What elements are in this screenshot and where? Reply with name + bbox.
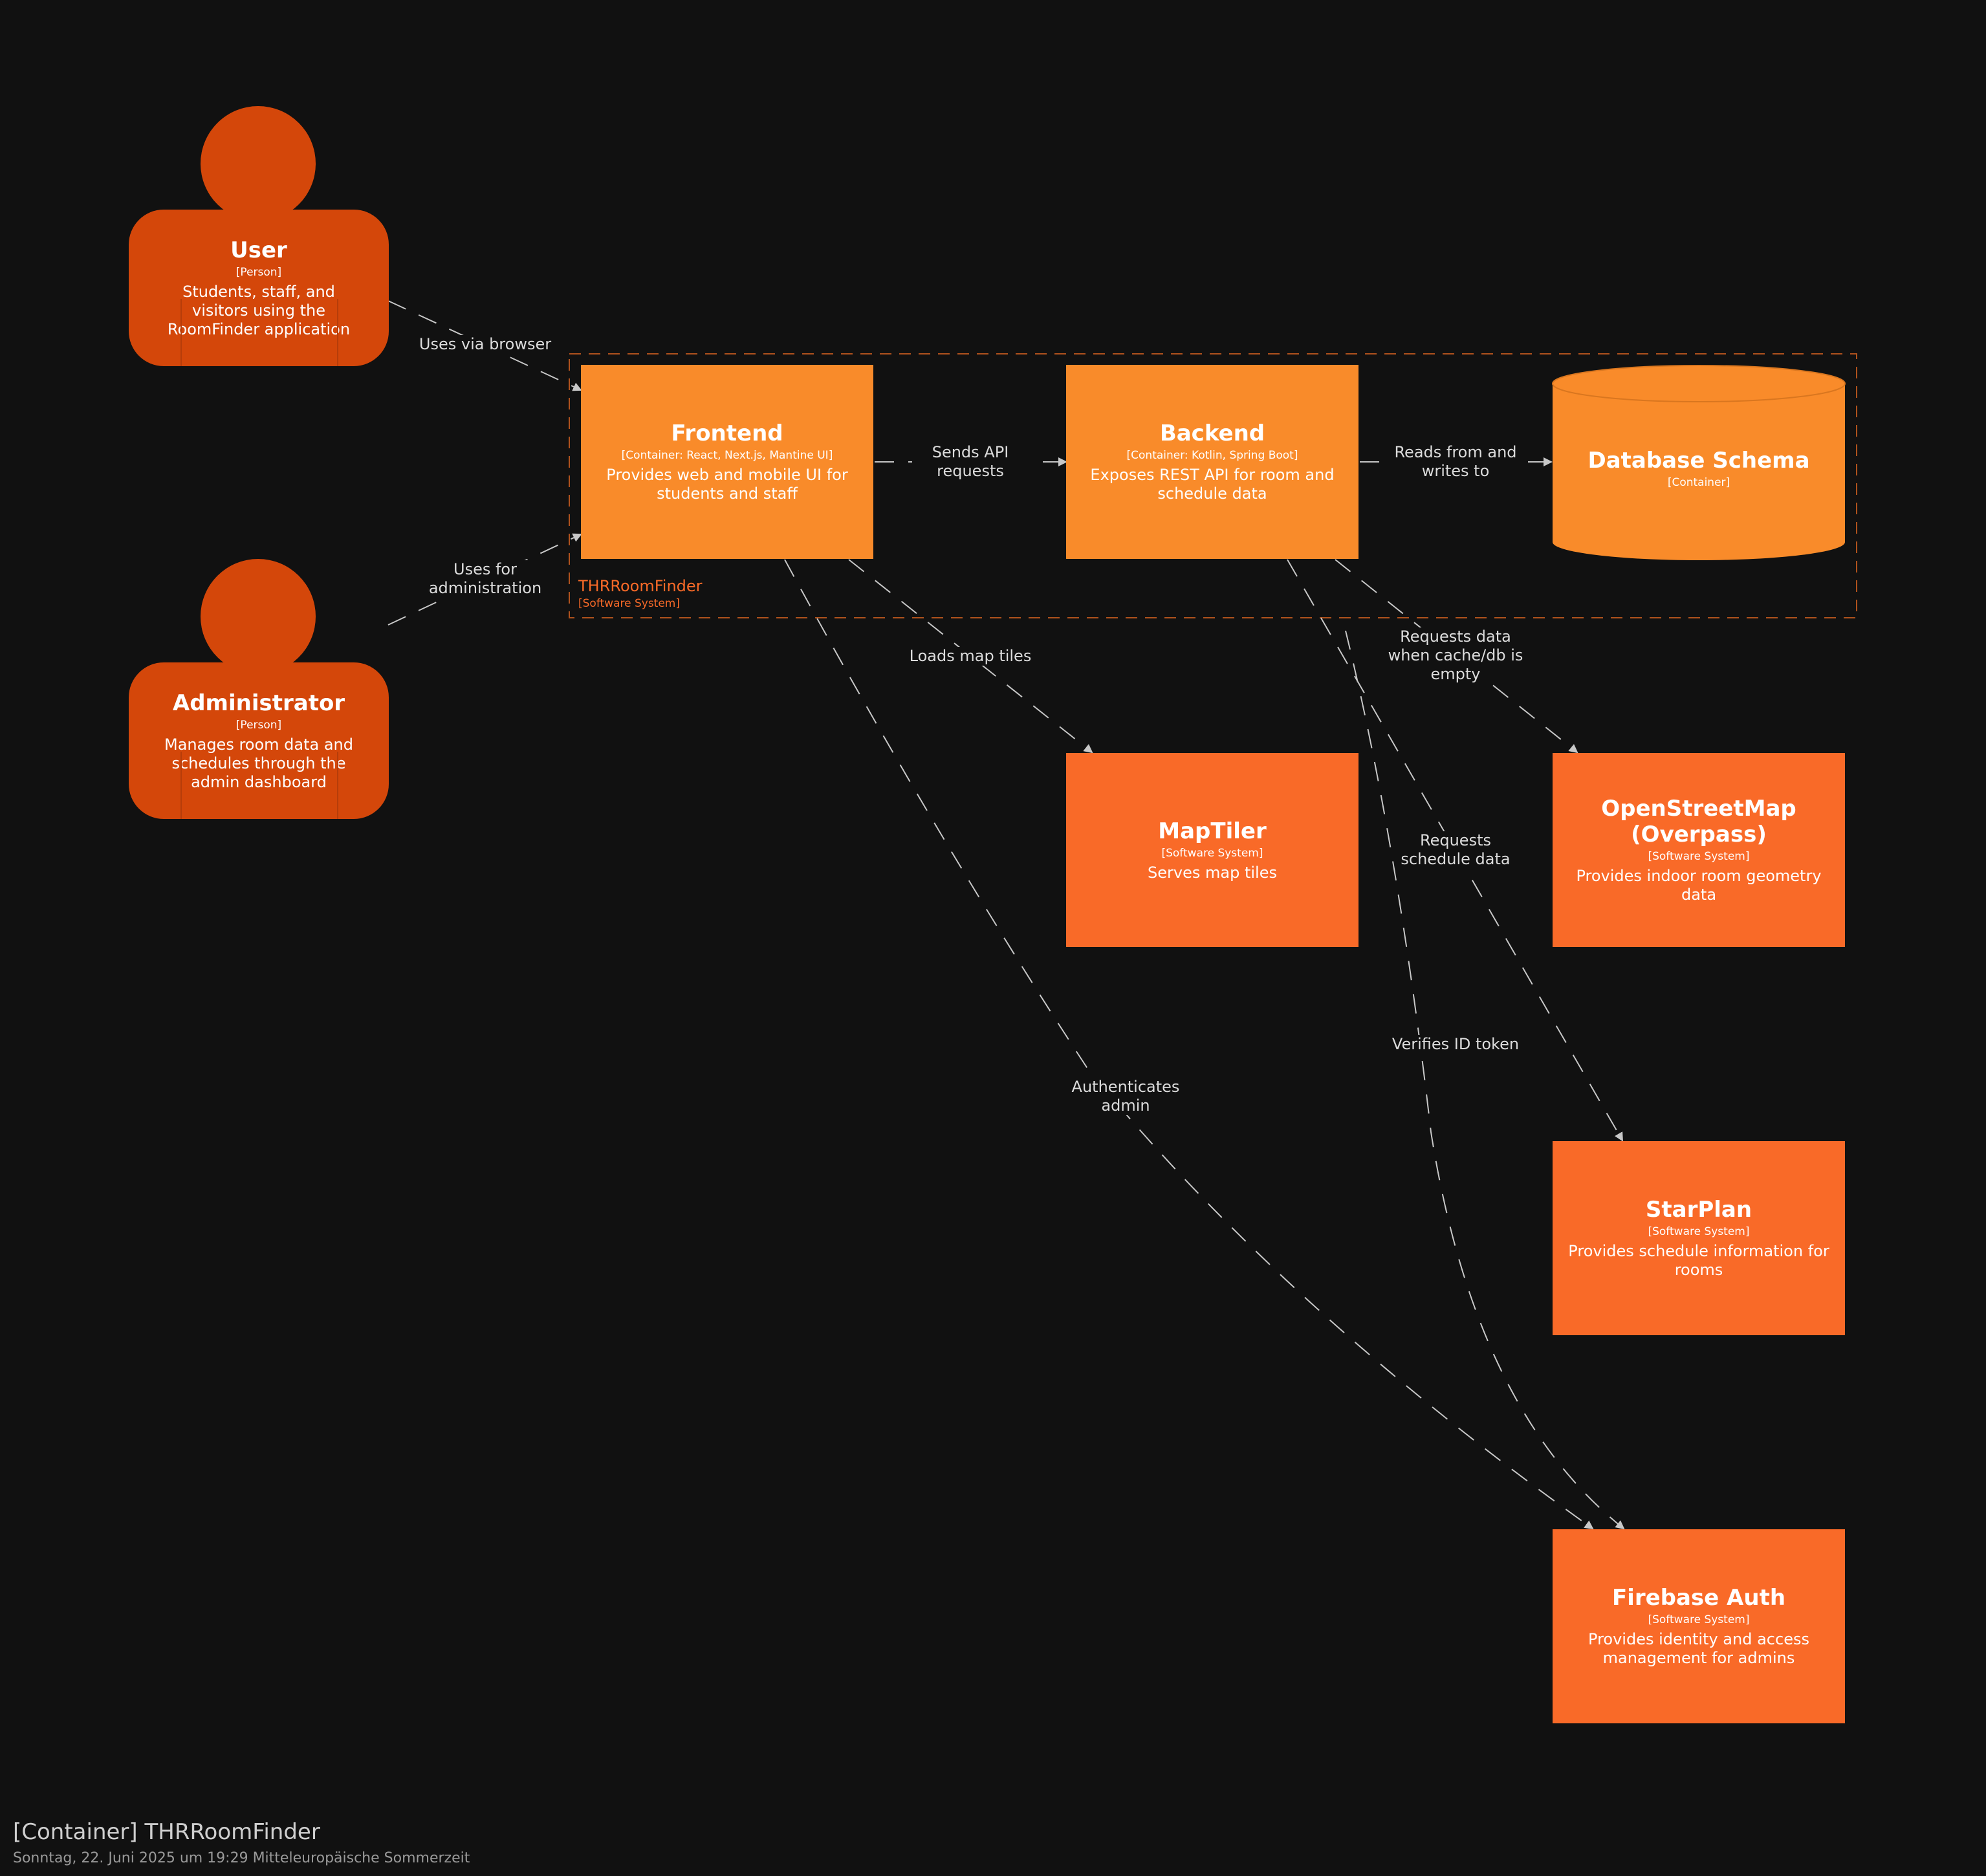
rel-label-frontend-firebase: Authenticates admin: [1061, 1078, 1190, 1115]
admin-person[interactable]: Administrator [Person] Manages room data…: [129, 662, 389, 819]
arrow-backend-osm: [1335, 559, 1578, 754]
admin-description: Manages room data and schedules through …: [164, 735, 354, 791]
admin-body-lines: [180, 752, 338, 819]
diagram-title: [Container] THRRoomFinder: [13, 1819, 320, 1845]
firebase-system[interactable]: Firebase Auth [Software System] Provides…: [1553, 1529, 1845, 1723]
starplan-description: Provides schedule information for rooms: [1568, 1242, 1829, 1279]
osm-type: [Software System]: [1648, 850, 1750, 863]
user-description: Students, staff, and visitors using the …: [167, 282, 351, 338]
user-body-lines: [180, 299, 338, 366]
frontend-name: Frontend: [671, 420, 783, 446]
admin-type: [Person]: [235, 718, 282, 732]
arrow-backend-firebase: [1345, 630, 1625, 1530]
user-type: [Person]: [235, 265, 282, 279]
rel-label-backend-database: Reads from and writes to: [1391, 443, 1520, 481]
backend-container[interactable]: Backend [Container: Kotlin, Spring Boot]…: [1066, 365, 1359, 559]
arrow-backend-starplan: [1287, 559, 1623, 1142]
rel-label-backend-starplan: Requests schedule data: [1397, 831, 1514, 869]
osm-system[interactable]: OpenStreetMap (Overpass) [Software Syste…: [1553, 753, 1845, 947]
firebase-name: Firebase Auth: [1611, 1585, 1786, 1611]
frontend-container[interactable]: Frontend [Container: React, Next.js, Man…: [581, 365, 873, 559]
diagram-timestamp: Sonntag, 22. Juni 2025 um 19:29 Mitteleu…: [13, 1850, 470, 1866]
starplan-type: [Software System]: [1648, 1225, 1750, 1238]
firebase-type: [Software System]: [1648, 1613, 1750, 1626]
database-cylinder: [1552, 365, 1846, 560]
user-name: User: [230, 237, 287, 263]
osm-description: Provides indoor room geometry data: [1576, 867, 1822, 904]
frontend-description: Provides web and mobile UI for students …: [606, 466, 848, 503]
starplan-name: StarPlan: [1645, 1197, 1752, 1223]
database-container[interactable]: Database Schema [Container]: [1553, 420, 1845, 518]
user-person[interactable]: User [Person] Students, staff, and visit…: [129, 210, 389, 366]
backend-description: Exposes REST API for room and schedule d…: [1090, 466, 1335, 503]
maptiler-system[interactable]: MapTiler [Software System] Serves map ti…: [1066, 753, 1359, 947]
rel-label-frontend-maptiler: Loads map tiles: [899, 647, 1042, 666]
database-type: [Container]: [1667, 476, 1730, 489]
rel-label-user-frontend: Uses via browser: [414, 335, 556, 354]
system-boundary: [569, 353, 1857, 618]
user-head-icon: [201, 106, 316, 221]
rel-label-frontend-backend: Sends API requests: [912, 443, 1029, 481]
rel-label-admin-frontend: Uses for administration: [420, 560, 550, 598]
boundary-name: THRRoomFinder: [578, 577, 703, 595]
arrow-frontend-maptiler: [848, 559, 1093, 754]
maptiler-description: Serves map tiles: [1148, 863, 1277, 882]
maptiler-type: [Software System]: [1161, 846, 1263, 860]
rel-label-backend-osm: Requests data when cache/db is empty: [1384, 627, 1527, 684]
frontend-type: [Container: React, Next.js, Mantine UI]: [621, 449, 833, 462]
starplan-system[interactable]: StarPlan [Software System] Provides sche…: [1553, 1141, 1845, 1335]
maptiler-name: MapTiler: [1158, 818, 1267, 844]
rel-label-backend-firebase: Verifies ID token: [1384, 1035, 1527, 1054]
admin-name: Administrator: [172, 690, 345, 716]
boundary-type: [Software System]: [578, 597, 681, 610]
firebase-description: Provides identity and access management …: [1588, 1630, 1809, 1667]
admin-head-icon: [201, 559, 316, 674]
backend-name: Backend: [1159, 420, 1265, 446]
osm-name: OpenStreetMap (Overpass): [1601, 796, 1796, 847]
backend-type: [Container: Kotlin, Spring Boot]: [1126, 449, 1298, 462]
database-name: Database Schema: [1588, 448, 1810, 474]
arrow-frontend-firebase: [784, 559, 1594, 1530]
